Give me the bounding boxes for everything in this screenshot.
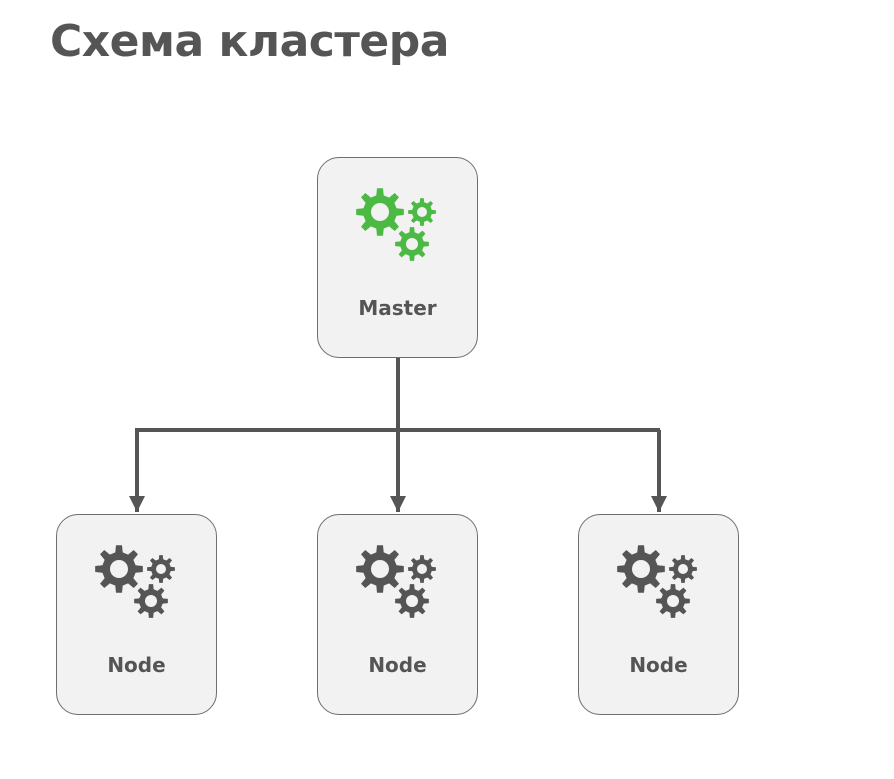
- master-box: Master: [317, 157, 478, 358]
- gear-hole: [156, 564, 166, 574]
- node-label: Node: [107, 653, 166, 677]
- gears-icon: [356, 545, 436, 618]
- gear-hole: [417, 207, 427, 217]
- gears-icon: [617, 545, 697, 618]
- gear-hole: [417, 564, 427, 574]
- node-label: Node: [368, 653, 427, 677]
- gear-hole: [371, 560, 389, 578]
- node-box: Node: [56, 514, 217, 715]
- gear-hole: [371, 203, 389, 221]
- gear-hole: [406, 595, 418, 607]
- gear-hole: [678, 564, 688, 574]
- gears-icon: [95, 545, 175, 618]
- node-label: Node: [629, 653, 688, 677]
- page-title: Схема кластера: [50, 16, 449, 67]
- gear-hole: [667, 595, 679, 607]
- gear-hole: [110, 560, 128, 578]
- gear-hole: [145, 595, 157, 607]
- node-box: Node: [317, 514, 478, 715]
- master-label: Master: [358, 296, 437, 320]
- gear-hole: [406, 238, 418, 250]
- gears-icon: [356, 188, 436, 261]
- node-box: Node: [578, 514, 739, 715]
- gear-hole: [632, 560, 650, 578]
